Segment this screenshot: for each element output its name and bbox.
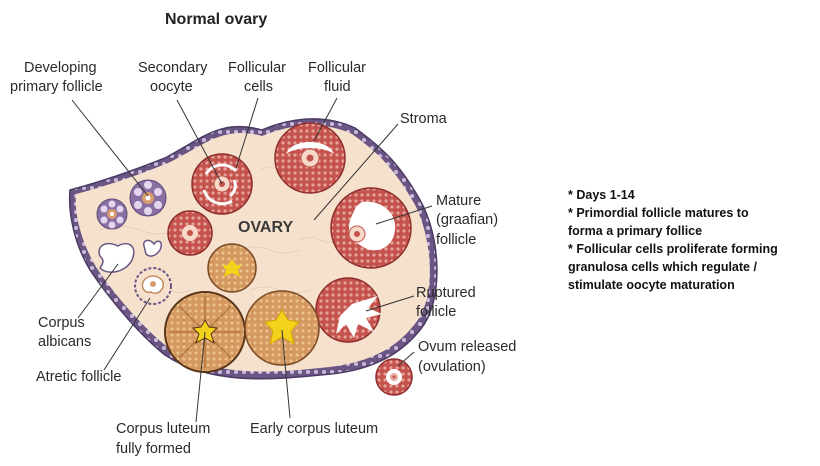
- svg-text:Secondary: Secondary: [138, 60, 208, 76]
- label-secondary-oocyte: Secondary oocyte: [138, 60, 208, 95]
- diagram-title: Normal ovary: [165, 11, 267, 28]
- svg-text:oocyte: oocyte: [150, 79, 193, 95]
- atretic-follicle: [134, 267, 172, 305]
- ovary-label: OVARY: [238, 219, 293, 236]
- note-line: stimulate oocyte maturation: [568, 278, 735, 292]
- label-follicular-fluid: Follicular fluid: [308, 60, 366, 95]
- label-ruptured-follicle: Ruptured follicle: [416, 285, 476, 320]
- corpus-albicans: [98, 239, 163, 273]
- early-corpus-luteum: [244, 290, 320, 366]
- leader-lines: [71, 97, 433, 423]
- label-early-corpus-luteum: Early corpus luteum: [250, 421, 378, 437]
- primary-follicle: [167, 210, 213, 256]
- svg-text:Corpus luteum: Corpus luteum: [116, 421, 210, 437]
- svg-text:follicle: follicle: [436, 232, 476, 248]
- mature-graafian-follicle: [330, 187, 412, 269]
- svg-text:(graafian): (graafian): [436, 212, 498, 228]
- small-luteal-body: [207, 243, 257, 293]
- svg-text:Developing: Developing: [24, 60, 97, 76]
- svg-text:Ruptured: Ruptured: [416, 285, 476, 301]
- svg-text:primary follicle: primary follicle: [10, 79, 103, 95]
- note-line: * Days 1-14: [568, 188, 635, 202]
- svg-text:cells: cells: [244, 79, 273, 95]
- note-line: forma a primary follice: [568, 224, 703, 238]
- released-ovum: [375, 358, 413, 396]
- notes-block: * Days 1-14 * Primordial follicle mature…: [568, 186, 818, 294]
- svg-text:fully formed: fully formed: [116, 441, 191, 457]
- svg-text:follicle: follicle: [416, 304, 456, 320]
- svg-text:Mature: Mature: [436, 193, 481, 209]
- developing-primary-follicle: [96, 179, 167, 230]
- note-line: * Primordial follicle matures to: [568, 206, 749, 220]
- svg-text:Corpus: Corpus: [38, 315, 85, 331]
- antral-follicle: [274, 122, 346, 194]
- label-follicular-cells: Follicular cells: [228, 60, 286, 95]
- label-stroma: Stroma: [400, 111, 448, 127]
- svg-text:albicans: albicans: [38, 334, 91, 350]
- svg-text:fluid: fluid: [324, 79, 351, 95]
- label-developing-primary-follicle: Developing primary follicle: [10, 60, 103, 95]
- label-corpus-albicans: Corpus albicans: [38, 315, 91, 350]
- note-line: * Follicular cells proliferate forming: [568, 242, 778, 256]
- label-ovum-released: Ovum released (ovulation): [418, 339, 516, 375]
- svg-text:Follicular: Follicular: [308, 60, 366, 76]
- svg-text:(ovulation): (ovulation): [418, 359, 486, 375]
- svg-text:Ovum released: Ovum released: [418, 339, 516, 355]
- note-line: granulosa cells which regulate /: [568, 260, 757, 274]
- ruptured-follicle: [315, 277, 382, 343]
- label-mature-follicle: Mature (graafian) follicle: [436, 193, 498, 248]
- svg-text:Follicular: Follicular: [228, 60, 286, 76]
- label-atretic-follicle: Atretic follicle: [36, 369, 121, 385]
- label-corpus-luteum-full: Corpus luteum fully formed: [116, 421, 210, 457]
